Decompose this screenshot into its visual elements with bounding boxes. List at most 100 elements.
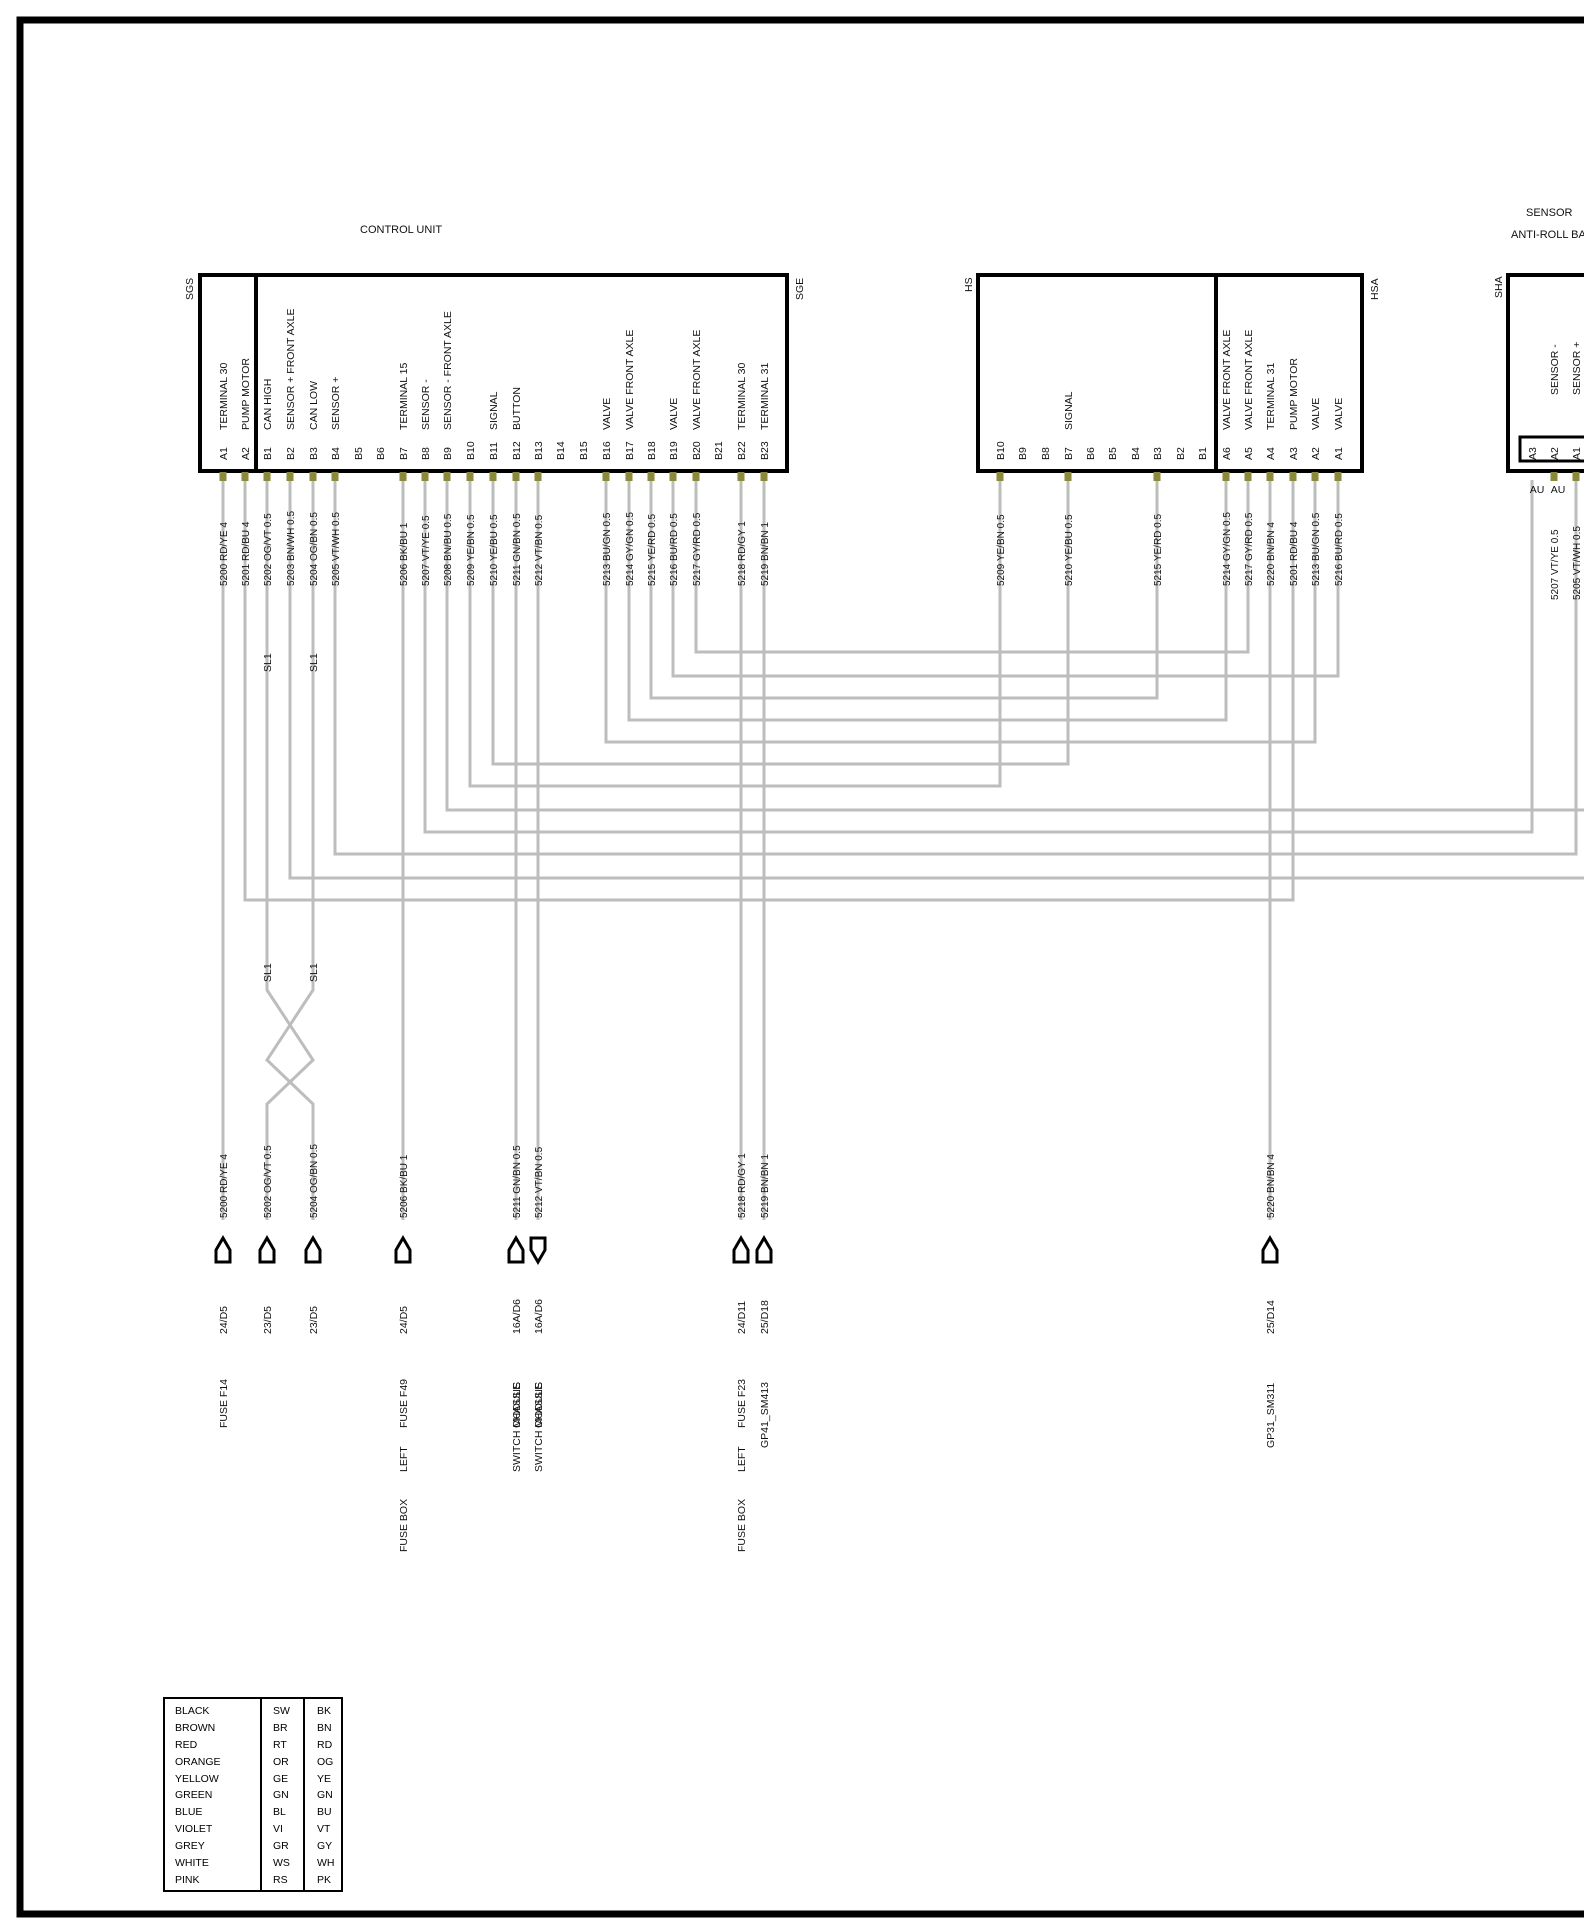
- wire-route-5210: [491, 480, 1070, 766]
- pin-label-sgs_pins-a2: PUMP MOTOR: [240, 358, 252, 430]
- connector-dest-3-0: FUSE F49: [398, 1379, 410, 1428]
- wire-route-5209: [468, 480, 1002, 788]
- legend-code-en: BN: [317, 1721, 332, 1734]
- pin-number-hs_pins-b8: B8: [1040, 447, 1052, 460]
- wire-label-hsa_pins-a1: 5216 BU/RD 0.5: [1334, 513, 1345, 586]
- wire-label-sge_pins-b17: 5214 GY/GN 0.5: [625, 512, 636, 586]
- pin-number-sgs_pins-a2: A2: [240, 447, 252, 460]
- legend-code-de: VI: [273, 1823, 283, 1836]
- legend-color-name: GREY: [175, 1840, 205, 1853]
- connector-ref-7: 25/D18: [759, 1300, 771, 1334]
- wire-label-sha_pins-a1: 5205 VT/WH 0.5: [1572, 526, 1583, 600]
- pin-sge_pins-b18: [647, 472, 655, 481]
- pin-number-sge_pins-b22: B22: [736, 441, 748, 460]
- pin-number-hsa_pins-a4: A4: [1265, 447, 1277, 460]
- splice-label: SL1: [262, 653, 274, 672]
- pin-label-sge_pins-b19: VALVE: [668, 398, 680, 430]
- pin-sgs_pins-a2: [241, 472, 249, 481]
- legend-code-de: GN: [273, 1789, 289, 1802]
- control-unit-box: [198, 273, 789, 473]
- pin-label-sge_pins-b22: TERMINAL 30: [736, 363, 748, 430]
- unit-code-sha: SHA: [1493, 276, 1505, 298]
- connector-terminal: [755, 1235, 773, 1264]
- connector-ref-1: 23/D5: [262, 1306, 274, 1334]
- pin-number-sge_pins-b16: B16: [601, 441, 613, 460]
- connector-terminal: [1261, 1235, 1279, 1264]
- pin-sge_pins-b13: [534, 472, 542, 481]
- wire-label-sge_pins-b19: 5216 BU/RD 0.5: [669, 513, 680, 586]
- pin-number-sge_pins-b3: B3: [308, 447, 320, 460]
- wire-label-hsa_pins-a5: 5217 GY/RD 0.5: [1244, 512, 1255, 586]
- legend-color-name: ORANGE: [175, 1755, 221, 1768]
- pin-number-sge_pins-b11: B11: [488, 442, 500, 460]
- connector-wire-label-7: 5219 BN/BN 1: [760, 1154, 771, 1218]
- connector-terminal: [214, 1235, 232, 1264]
- wire-label-sge_pins-b3: 5204 OG/BN 0.5: [309, 512, 320, 586]
- unit-code-sgs: SGS: [184, 278, 196, 300]
- legend-code-en: BK: [317, 1705, 332, 1717]
- pin-sge_pins-b8: [421, 472, 429, 481]
- pin-hsa_pins-a6: [1222, 472, 1230, 481]
- connector-dest-7-0: GP41_SM413: [759, 1382, 771, 1448]
- wire-route-5217: [694, 480, 1250, 654]
- wire-label-sge_pins-b23: 5219 BN/BN 1: [760, 522, 771, 586]
- legend-color-name: VIOLET: [175, 1823, 213, 1836]
- wire-label-sgs_pins-a2: 5201 RD/BU 4: [241, 521, 252, 586]
- pin-sge_pins-b20: [692, 472, 700, 481]
- sensor-pin-block: [1518, 435, 1584, 463]
- pin-sge_pins-b22: [737, 472, 745, 481]
- pin-sge_pins-b19: [669, 472, 677, 481]
- pin-number-sge_pins-b14: B14: [555, 441, 567, 460]
- wire-route-5207: [423, 480, 1534, 834]
- pin-number-hs_pins-b6: B6: [1085, 447, 1097, 460]
- pin-number-hs_pins-b5: B5: [1107, 447, 1119, 460]
- splice-label: SL1: [308, 653, 320, 672]
- sensor-au-marker: AU: [1551, 484, 1566, 496]
- pin-number-hsa_pins-a1: A1: [1333, 447, 1345, 460]
- wire-label-sha_pins-a2: 5207 VT/YE 0.5: [1550, 529, 1561, 600]
- pin-sge_pins-b1: [263, 472, 271, 481]
- connector-dest-5-0: CHASSIS: [533, 1382, 545, 1428]
- pin-number-sge_pins-b4: B4: [330, 447, 342, 460]
- pin-label-sge_pins-b7: TERMINAL 15: [398, 363, 410, 430]
- unit-code-hs: HS: [963, 277, 975, 292]
- pin-label-sha_pins-a1: SENSOR +: [1571, 342, 1583, 395]
- pin-label-sge_pins-b2: SENSOR + FRONT AXLE: [285, 309, 297, 430]
- pin-sha_pins-a1: [1572, 472, 1580, 481]
- pin-number-sge_pins-b2: B2: [285, 447, 297, 460]
- wire-label-hsa_pins-a3: 5201 RD/BU 4: [1289, 521, 1300, 586]
- pin-number-hsa_pins-a5: A5: [1243, 447, 1255, 460]
- connector-ref-3: 24/D5: [398, 1306, 410, 1334]
- wire-label-sge_pins-b13: 5212 VT/BN 0.5: [534, 514, 545, 586]
- splice-label: SL1: [308, 963, 320, 982]
- pin-sge_pins-b23: [760, 472, 768, 481]
- wire-label-sge_pins-b20: 5217 GY/RD 0.5: [692, 512, 703, 586]
- pin-sge_pins-b2: [286, 472, 294, 481]
- pin-number-sge_pins-b19: B19: [668, 441, 680, 460]
- pin-number-hsa_pins-a2: A2: [1310, 447, 1322, 460]
- pin-number-sge_pins-b15: B15: [578, 441, 590, 460]
- wire-route-5216: [671, 480, 1340, 678]
- pin-hs_pins-b7: [1064, 472, 1072, 481]
- pin-label-sge_pins-b20: VALVE FRONT AXLE: [691, 330, 703, 430]
- pin-label-hsa_pins-a1: VALVE: [1333, 398, 1345, 430]
- wire-label-sge_pins-b7: 5206 BK/BU 1: [399, 522, 410, 586]
- pin-label-hsa_pins-a4: TERMINAL 31: [1265, 363, 1277, 430]
- pin-number-hs_pins-b7: B7: [1063, 447, 1075, 460]
- pin-sge_pins-b7: [399, 472, 407, 481]
- legend-code-en: BU: [317, 1806, 332, 1819]
- pin-number-sgs_pins-a1: A1: [218, 447, 230, 460]
- pin-number-hs_pins-b1: B1: [1197, 447, 1209, 460]
- pin-label-sge_pins-b11: SIGNAL: [488, 391, 500, 430]
- connector-dest-0-0: FUSE F14: [218, 1379, 230, 1428]
- wire-label-sge_pins-b4: 5205 VT/WH 0.5: [331, 512, 342, 586]
- legend-code-en: RD: [317, 1738, 333, 1751]
- wire-route-5214: [627, 480, 1228, 722]
- connector-terminal: [507, 1235, 525, 1264]
